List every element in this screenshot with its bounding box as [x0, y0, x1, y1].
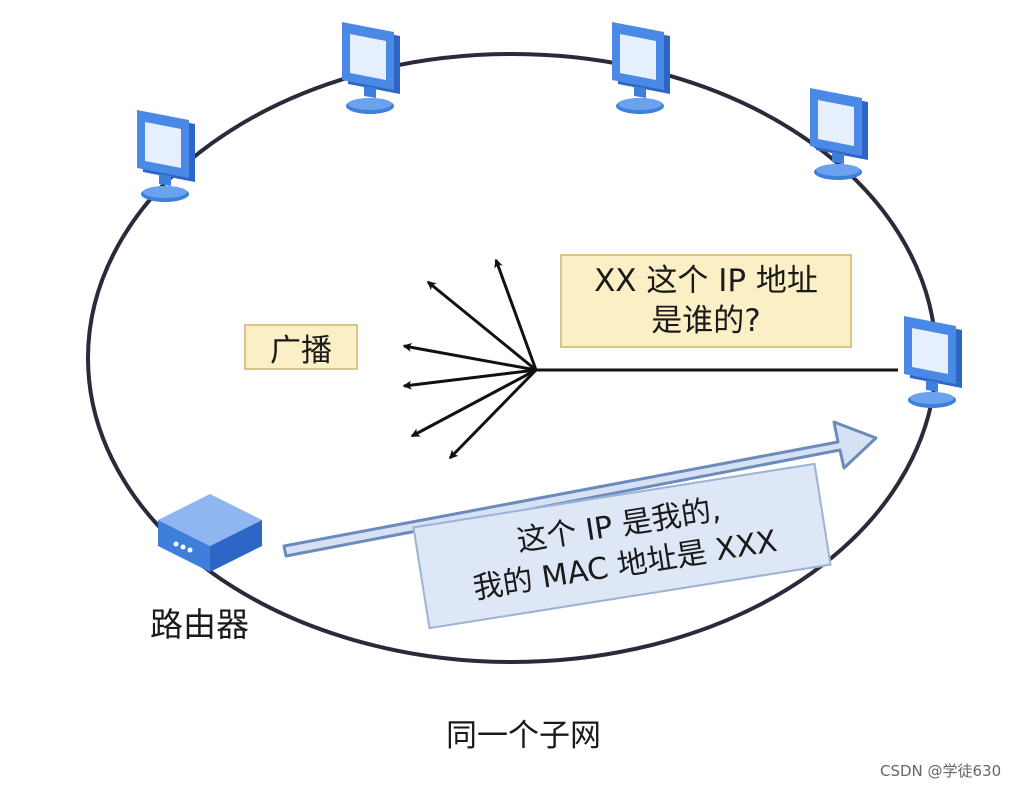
monitor-icon [137, 110, 195, 202]
broadcast-callout: 广播 [244, 324, 358, 370]
broadcast-arrows [402, 258, 538, 460]
monitor-icon [904, 316, 962, 408]
monitor-icon [810, 88, 868, 180]
query-line-1: XX 这个 IP 地址 [594, 263, 818, 299]
router-label: 路由器 [150, 605, 249, 644]
query-callout: XX 这个 IP 地址 是谁的? [560, 254, 852, 348]
monitor-icon [612, 22, 670, 114]
broadcast-label: 广播 [270, 332, 332, 369]
watermark: CSDN @学徒630 [880, 762, 1002, 780]
monitor-icon [342, 22, 400, 114]
subnet-label: 同一个子网 [446, 718, 601, 754]
router-icon [158, 494, 262, 572]
query-line-2: 是谁的? [651, 303, 761, 339]
